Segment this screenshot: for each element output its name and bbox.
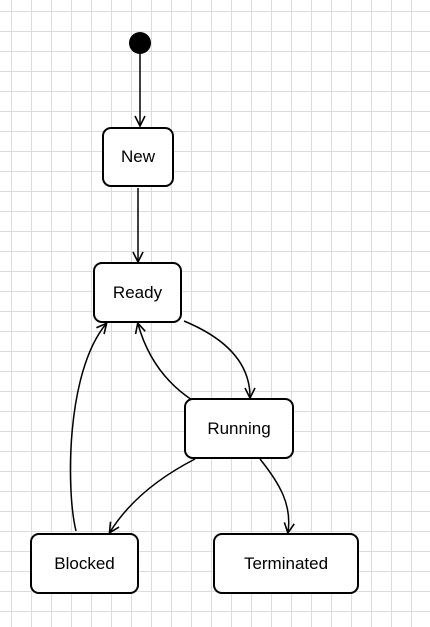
edge-running-to-ready: [138, 324, 193, 401]
state-ready[interactable]: Ready: [93, 262, 182, 323]
state-blocked[interactable]: Blocked: [30, 533, 139, 594]
state-ready-label: Ready: [112, 282, 163, 302]
edge-blocked-to-ready: [69, 324, 106, 532]
state-terminated-label: Terminated: [243, 553, 329, 573]
initial-state-dot: [129, 32, 151, 54]
edge-ready-to-running: [183, 320, 250, 397]
edge-running-to-blocked: [110, 458, 196, 532]
state-running-label: Running: [207, 418, 271, 438]
edge-running-to-terminated: [259, 458, 289, 532]
state-terminated[interactable]: Terminated: [213, 533, 359, 594]
state-running[interactable]: Running: [184, 398, 294, 459]
state-new-label: New: [120, 147, 155, 166]
state-new[interactable]: New: [102, 127, 174, 187]
state-blocked-label: Blocked: [54, 553, 115, 573]
